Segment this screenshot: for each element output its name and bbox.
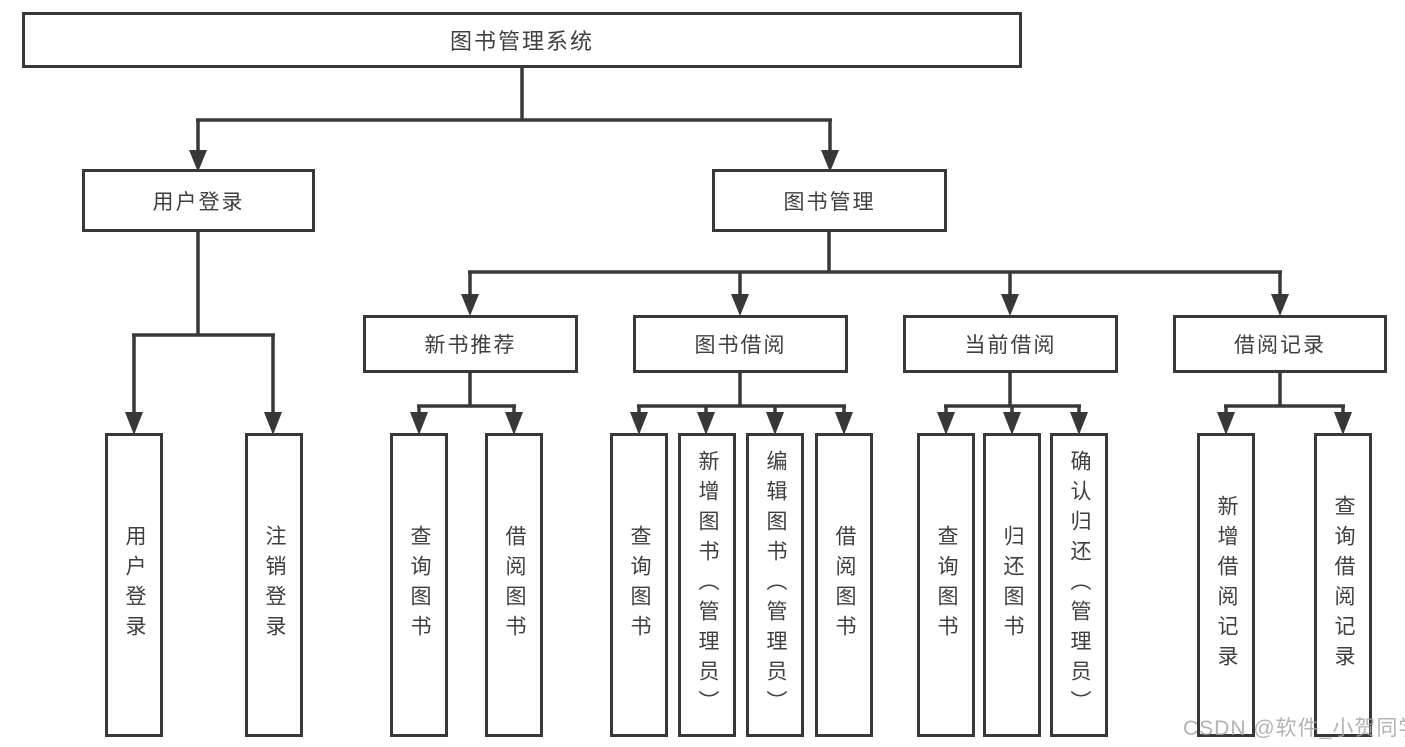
leaf-logout: 注销登录	[245, 433, 303, 737]
leaf-query-books-borrowing: 查询图书	[610, 433, 668, 737]
node-library-system: 图书管理系统	[22, 12, 1022, 68]
leaf-query-borrow-record: 查询借阅记录	[1314, 433, 1372, 737]
leaf-confirm-return-admin: 确认归还（管理员）	[1050, 433, 1108, 737]
node-current-borrowing: 当前借阅	[903, 315, 1118, 373]
leaf-edit-book-admin: 编辑图书（管理员）	[746, 433, 804, 737]
leaf-add-book-admin: 新增图书（管理员）	[678, 433, 736, 737]
leaf-query-books-current: 查询图书	[917, 433, 975, 737]
leaf-borrow-books-recommend: 借阅图书	[485, 433, 543, 737]
leaf-add-borrow-record: 新增借阅记录	[1197, 433, 1255, 737]
leaf-user-login: 用户登录	[105, 433, 163, 737]
node-user-login: 用户登录	[82, 169, 315, 232]
csdn-watermark: CSDN @软件_小贺同学	[1183, 717, 1405, 740]
node-borrowing-records: 借阅记录	[1173, 315, 1387, 373]
leaf-query-books-recommend: 查询图书	[390, 433, 448, 737]
leaf-return-books: 归还图书	[983, 433, 1041, 737]
node-book-borrowing: 图书借阅	[633, 315, 848, 373]
node-book-management: 图书管理	[712, 169, 947, 232]
node-new-book-recommend: 新书推荐	[363, 315, 578, 373]
leaf-borrow-books-borrowing: 借阅图书	[815, 433, 873, 737]
